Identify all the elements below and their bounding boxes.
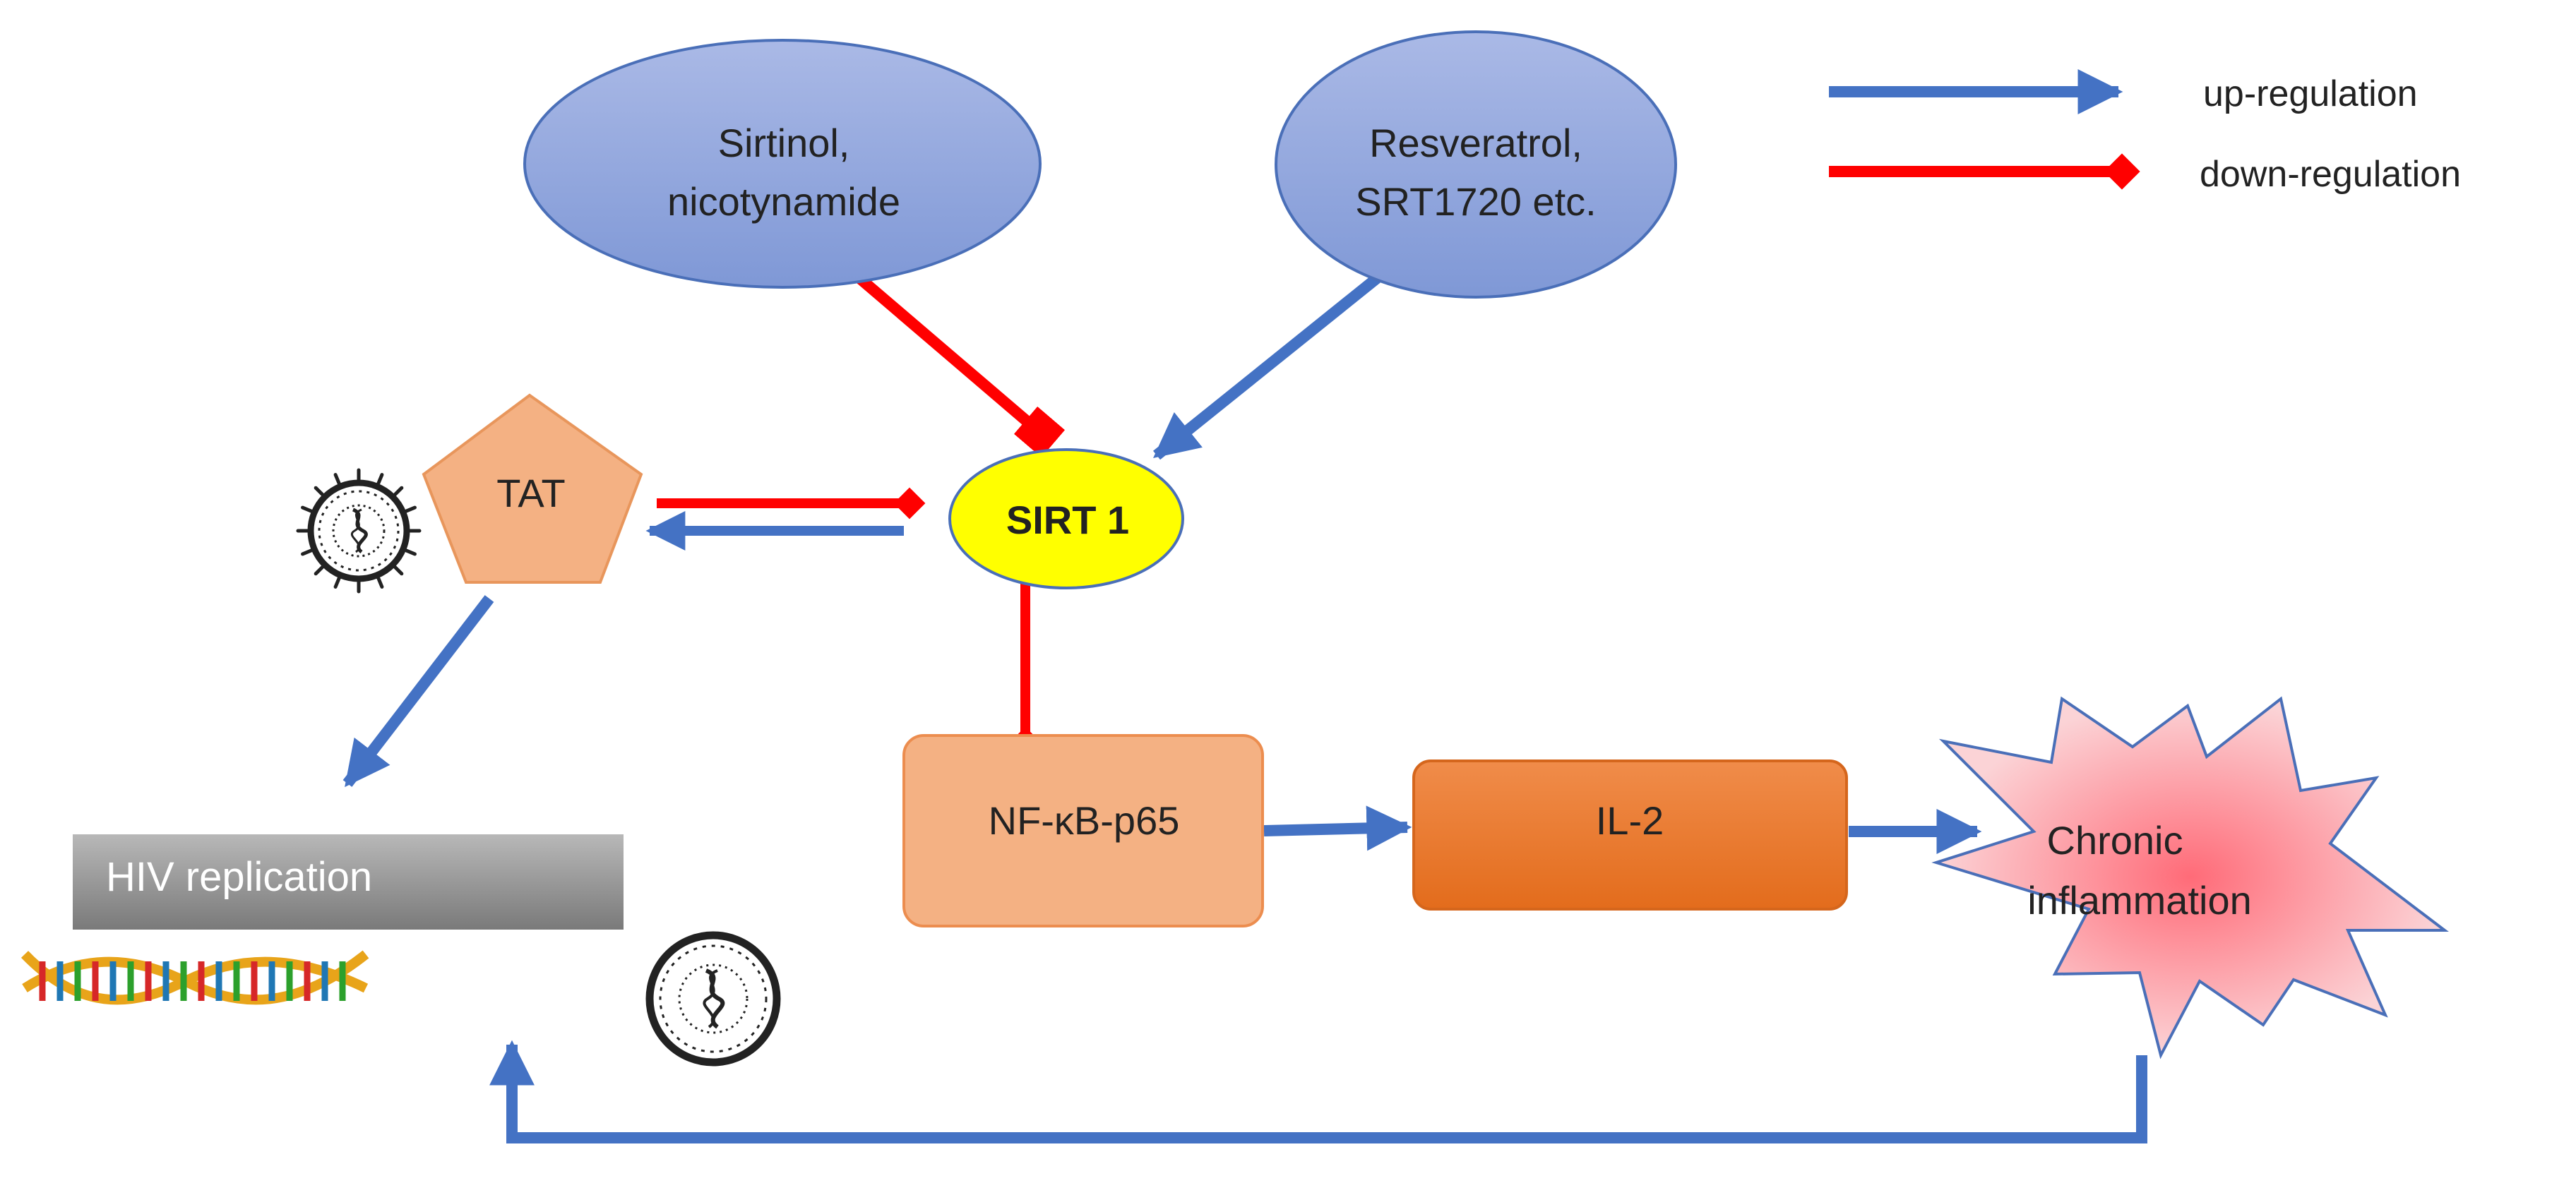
virus-icon <box>645 931 781 1067</box>
inhibitors-to-sirt1-connector <box>840 260 1066 458</box>
inflammation-starburst <box>1931 696 2449 1059</box>
il2-label: IL-2 <box>1596 798 1664 843</box>
legend-up-label: up-regulation <box>2203 73 2418 114</box>
legend-down-label: down-regulation <box>2200 154 2461 195</box>
nfkb-node: NF-κB-p65 <box>902 734 1264 927</box>
hiv-replication-label: HIV replication <box>106 854 372 900</box>
dna-rungs <box>39 961 346 1001</box>
hiv-replication-node: HIV replication <box>73 834 624 930</box>
activators-label-line1: Resveratrol, <box>1369 121 1582 165</box>
inflammation-to-hiv-feedback-connector <box>506 1055 2147 1143</box>
dna-helix-icon <box>20 950 369 1005</box>
sirt1-label: SIRT 1 <box>1006 498 1129 542</box>
activators-to-sirt1-connector <box>1152 265 1392 460</box>
virus-icon <box>296 468 422 594</box>
inflammation-node: Chronic inflammation <box>1931 696 2449 1059</box>
tat-label: TAT <box>496 471 565 515</box>
inflammation-label-line1: Chronic <box>2047 818 2183 863</box>
activators-node: Resveratrol, SRT1720 etc. <box>1275 30 1677 299</box>
sirt1-node: SIRT 1 <box>948 448 1184 589</box>
tat-to-hiv-connector <box>342 595 494 788</box>
nfkb-to-il2-connector <box>1263 805 1412 851</box>
nfkb-label: NF-κB-p65 <box>989 798 1180 843</box>
activators-label-line2: SRT1720 etc. <box>1355 179 1596 224</box>
il2-node: IL-2 <box>1412 759 1848 911</box>
legend: up-regulation down-regulation <box>1829 69 2461 195</box>
inhibitors-label-line1: Sirtinol, <box>718 121 850 165</box>
tat-node: TAT <box>422 393 643 584</box>
inhibitors-label-line2: nicotynamide <box>667 179 900 224</box>
connectors <box>342 260 2147 1143</box>
inflammation-label-line2: inflammation <box>2027 878 2251 923</box>
inhibitors-node: Sirtinol, nicotynamide <box>523 39 1042 289</box>
